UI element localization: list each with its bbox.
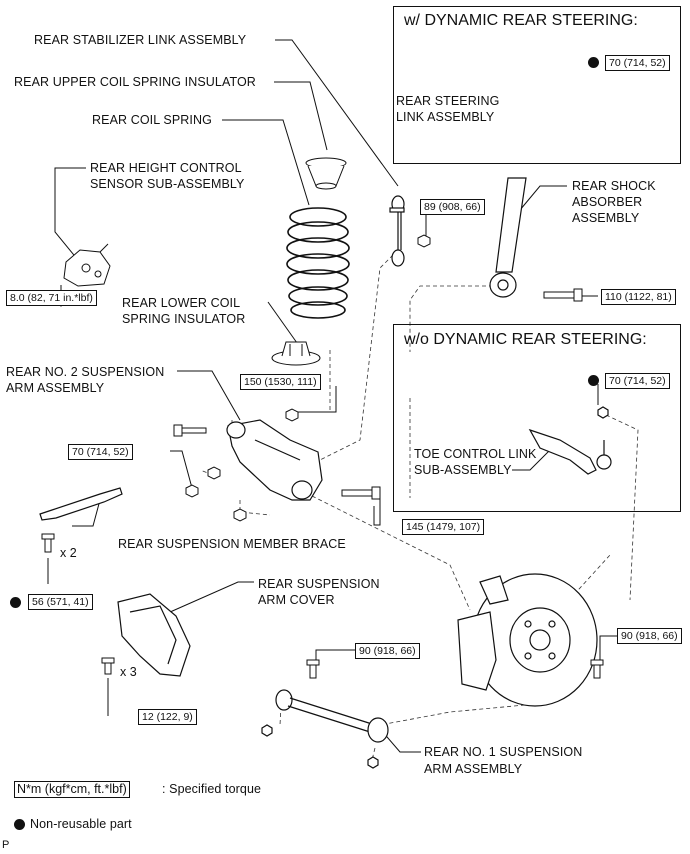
- stabilizer-nut-part: [417, 234, 431, 248]
- label-no2-arm-line2: ARM ASSEMBLY: [6, 381, 105, 395]
- upper-insulator-part: [305, 157, 347, 190]
- shock-bolt-part: [543, 288, 583, 302]
- leader-no2-arm: [177, 370, 241, 421]
- torque-stabilizer-nut: 89 (908, 66): [420, 199, 485, 215]
- no-dynamic-steering-panel: [393, 324, 681, 512]
- label-toe-link-line2: SUB-ASSEMBLY: [414, 463, 512, 477]
- label-arm-cover-line1: REAR SUSPENSION: [258, 577, 380, 591]
- no1-arm-part: [261, 689, 389, 769]
- label-shock-line3: ASSEMBLY: [572, 211, 640, 225]
- shock-absorber-part: [489, 177, 527, 298]
- dynamic-steering-panel: [393, 6, 681, 164]
- lower-insulator-part: [271, 341, 321, 366]
- stabilizer-link-part: [389, 195, 405, 267]
- torque-no1-bolt-left: 90 (918, 66): [355, 643, 420, 659]
- nonreusable-mark-toe: [588, 375, 599, 386]
- leader-upper-insulator: [274, 81, 328, 151]
- label-no2-arm-line1: REAR NO. 2 SUSPENSION: [6, 365, 165, 379]
- knuckle-bolt-parts: [306, 659, 604, 679]
- label-arm-cover-line2: ARM COVER: [258, 593, 335, 607]
- label-steering-link-line1: REAR STEERING: [396, 94, 500, 108]
- label-shock-line2: ABSORBER: [572, 195, 643, 209]
- torque-sensor-nut: 8.0 (82, 71 in.*lbf): [6, 290, 97, 306]
- dynamic-panel-title: w/ DYNAMIC REAR STEERING:: [404, 12, 638, 29]
- label-no1-arm-line2: ARM ASSEMBLY: [424, 762, 523, 776]
- torque-cover-bolt: 12 (122, 9): [138, 709, 197, 725]
- leader-no1-arm: [380, 729, 421, 753]
- cover-bolt-part: [101, 657, 115, 675]
- height-sensor-part: [63, 243, 111, 287]
- quantity-brace-bolts: x 2: [60, 546, 77, 560]
- label-steering-link-line2: LINK ASSEMBLY: [396, 110, 495, 124]
- label-shock-line1: REAR SHOCK: [572, 179, 656, 193]
- leader-shock: [519, 185, 567, 211]
- no2-bolt-parts: [173, 408, 381, 522]
- label-stabilizer-link: REAR STABILIZER LINK ASSEMBLY: [34, 33, 247, 47]
- label-lower-insulator-line2: SPRING INSULATOR: [122, 312, 246, 326]
- label-no1-arm-line1: REAR NO. 1 SUSPENSION: [424, 745, 583, 759]
- torque-toe-nut: 70 (714, 52): [605, 373, 670, 389]
- label-coil-spring: REAR COIL SPRING: [92, 113, 212, 127]
- torque-brace-bolt: 56 (571, 41): [28, 594, 93, 610]
- leader-arm-cover: [151, 581, 254, 621]
- brace-bolt-part: [41, 533, 55, 553]
- label-toe-link-line1: TOE CONTROL LINK: [414, 447, 537, 461]
- corner-mark: P: [2, 839, 10, 851]
- label-height-sensor-line1: REAR HEIGHT CONTROL: [90, 161, 242, 175]
- nonreusable-mark-steering: [588, 57, 599, 68]
- member-brace-part: [39, 487, 123, 521]
- torque-shock-bolt: 110 (1122, 81): [601, 289, 676, 305]
- torque-no1-bolt-right: 90 (918, 66): [617, 628, 682, 644]
- nonreusable-mark-brace: [10, 597, 21, 608]
- arm-cover-part: [117, 593, 191, 677]
- legend-nonreusable-text: Non-reusable part: [30, 817, 132, 831]
- torque-no2-lower-nut: 70 (714, 52): [68, 444, 133, 460]
- label-lower-insulator-line1: REAR LOWER COIL: [122, 296, 241, 310]
- torque-no2-knuckle-bolt: 145 (1479, 107): [402, 519, 485, 535]
- torque-steering-nut: 70 (714, 52): [605, 55, 670, 71]
- knuckle-disc-part: [457, 573, 598, 707]
- label-upper-insulator: REAR UPPER COIL SPRING INSULATOR: [14, 75, 256, 89]
- no-dynamic-panel-title: w/o DYNAMIC REAR STEERING:: [404, 331, 647, 348]
- coil-spring-part: [286, 207, 350, 319]
- legend-torque-text: : Specified torque: [162, 782, 262, 796]
- leader-height-sensor: [54, 167, 86, 261]
- legend-torque-unit: N*m (kgf*cm, ft.*lbf): [14, 781, 130, 798]
- label-height-sensor-line2: SENSOR SUB-ASSEMBLY: [90, 177, 245, 191]
- torque-no2-upper-nut: 150 (1530, 111): [240, 374, 321, 390]
- leader-stabilizer: [275, 39, 399, 187]
- quantity-cover-bolts: x 3: [120, 665, 137, 679]
- toe-link-part: [528, 406, 612, 475]
- leader-coil-spring: [222, 119, 310, 206]
- no2-arm-part: [226, 419, 323, 501]
- legend-nonreusable-mark: [14, 819, 25, 830]
- leader-member-brace: [72, 499, 101, 527]
- label-member-brace: REAR SUSPENSION MEMBER BRACE: [118, 537, 346, 551]
